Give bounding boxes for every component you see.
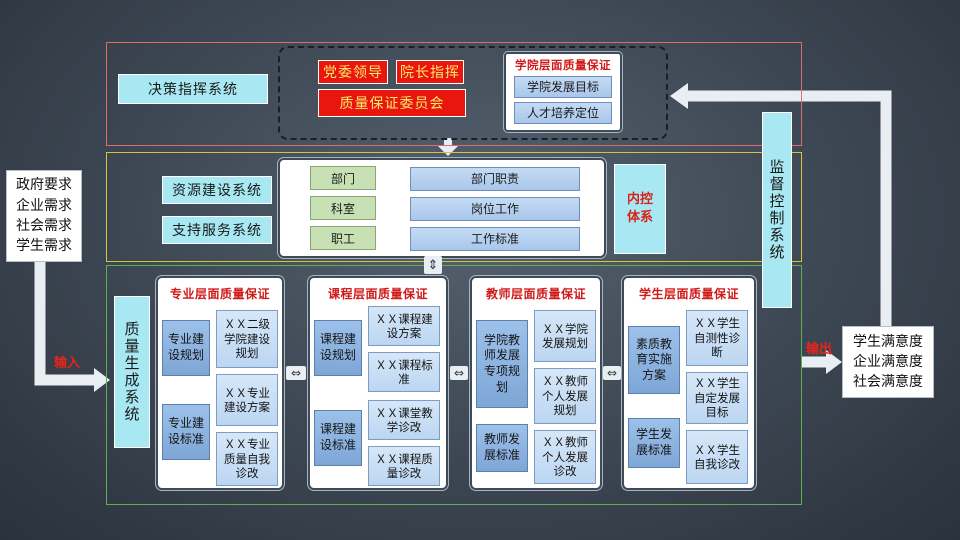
need-line-1: 政府要求 [16, 177, 72, 194]
duty-department: 部门职责 [410, 167, 580, 191]
horizontal-double-arrow-icon: ⇔ [603, 366, 621, 380]
internal-control-box: 内控体系 [614, 164, 666, 254]
course-plan-box: 课程建设规划 [314, 320, 362, 376]
input-arrowhead [94, 368, 110, 392]
quality-generation-label: 质量生成系统 [122, 321, 141, 423]
course-leaf-3: ＸＸ课堂教学诊改 [368, 400, 440, 440]
president-command-box: 院长指挥 [396, 60, 464, 84]
satisfaction-line-1: 学生满意度 [853, 333, 923, 350]
quality-committee-box: 质量保证委员会 [318, 89, 466, 117]
output-label: 输出 [806, 342, 833, 357]
course-level-title: 课程层面质量保证 [327, 286, 428, 301]
major-level-title: 专业层面质量保证 [169, 286, 270, 301]
supervision-system-box: 监督控制系统 [762, 112, 792, 308]
course-leaf-4: ＸＸ课程质量诊改 [368, 446, 440, 486]
course-leaf-2: ＸＸ课程标准 [368, 352, 440, 392]
satisfaction-line-3: 社会满意度 [853, 374, 923, 391]
student-standard-box: 学生发展标准 [628, 418, 680, 468]
quality-generation-box: 质量生成系统 [114, 296, 150, 448]
need-line-3: 社会需求 [16, 218, 72, 234]
unit-department: 部门 [310, 166, 376, 190]
resource-tier-frame [106, 152, 802, 262]
resource-system-label: 资源建设系统 [162, 176, 272, 204]
duty-post: 岗位工作 [410, 197, 580, 221]
college-goal-item: 学院发展目标 [514, 76, 612, 98]
teacher-leaf-3: ＸＸ教师个人发展诊改 [534, 430, 596, 484]
student-leaf-3: ＸＸ学生自我诊改 [686, 430, 748, 484]
input-label: 输入 [54, 356, 81, 371]
party-leadership-box: 党委领导 [318, 60, 388, 84]
course-leaf-1: ＸＸ课程建设方案 [368, 306, 440, 346]
decision-tier-frame [106, 42, 802, 146]
decision-dashed-frame [278, 46, 668, 140]
need-line-2: 企业需求 [16, 197, 72, 214]
duty-standard: 工作标准 [410, 227, 580, 251]
output-arrowhead [826, 350, 842, 374]
satisfaction-box: 学生满意度 企业满意度 社会满意度 [842, 326, 934, 398]
need-line-4: 学生需求 [16, 238, 72, 255]
needs-box: 政府要求 企业需求 社会需求 学生需求 [6, 170, 82, 262]
supervision-system-label: 监督控制系统 [767, 159, 786, 261]
teacher-leaf-2: ＸＸ教师个人发展规划 [534, 368, 596, 424]
decision-system-label: 决策指挥系统 [118, 74, 268, 104]
input-arrow-path [34, 262, 96, 386]
major-leaf-2: ＸＸ专业建设方案 [216, 374, 278, 426]
horizontal-double-arrow-icon: ⇔ [450, 366, 468, 380]
major-leaf-1: ＸＸ二级学院建设规划 [216, 310, 278, 368]
student-level-title: 学生层面质量保证 [638, 286, 739, 301]
teacher-plan-box: 学院教师发展专项规划 [476, 320, 528, 408]
horizontal-double-arrow-icon: ⇔ [286, 366, 306, 380]
satisfaction-line-2: 企业满意度 [853, 353, 923, 370]
student-plan-box: 素质教育实施方案 [628, 326, 680, 394]
talent-positioning-item: 人才培养定位 [514, 102, 612, 124]
feedback-arrow-path [686, 90, 892, 326]
unit-staff: 职工 [310, 226, 376, 250]
college-level-card: 学院层面质量保证 学院发展目标 人才培养定位 [504, 52, 622, 132]
teacher-leaf-1: ＸＸ学院发展规划 [534, 310, 596, 362]
support-system-label: 支持服务系统 [162, 216, 272, 244]
teacher-standard-box: 教师发展标准 [476, 424, 528, 472]
quality-tier-frame [106, 265, 802, 505]
major-standard-box: 专业建设标准 [162, 404, 210, 460]
decision-down-stem [444, 138, 452, 147]
student-leaf-2: ＸＸ学生自定发展目标 [686, 372, 748, 424]
vertical-double-arrow-icon: ⇕ [424, 256, 442, 274]
major-plan-box: 专业建设规划 [162, 320, 210, 376]
decision-down-arrowhead [438, 146, 458, 156]
unit-section: 科室 [310, 196, 376, 220]
feedback-arrowhead [670, 83, 688, 109]
student-leaf-1: ＸＸ学生自测性诊断 [686, 310, 748, 366]
college-level-title: 学院层面质量保证 [515, 58, 611, 72]
course-standard-box: 课程建设标准 [314, 410, 362, 466]
teacher-level-title: 教师层面质量保证 [485, 286, 586, 301]
internal-control-label: 内控体系 [626, 192, 653, 225]
major-leaf-3: ＸＸ专业质量自我诊改 [216, 432, 278, 486]
